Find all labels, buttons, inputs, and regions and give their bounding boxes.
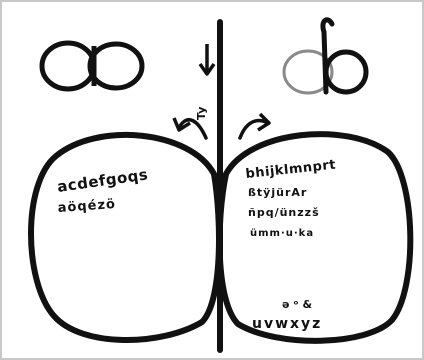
- right-lobe-text-line2: ßtÿjürAr: [248, 186, 307, 199]
- left-lobe-text-line2: aöqézö: [57, 197, 116, 216]
- right-lobe-text-line5: uvwxyz: [252, 316, 322, 332]
- large-letter-b-drawing: [284, 20, 366, 93]
- right-lobe-text-line3: ñpq/ünzzš: [248, 206, 320, 219]
- divider-label: Ty: [195, 107, 208, 120]
- large-letter-a-drawing: [42, 43, 142, 89]
- left-lobe-outline: [31, 135, 219, 340]
- right-lobe-text-line4: ümm·u·ka: [250, 228, 314, 239]
- svg-text:ə ᵒ &: ə ᵒ &: [282, 298, 312, 311]
- left-lobe-text-line1: acdefgoqs: [56, 165, 149, 196]
- right-lobe-text-line1: bhijklmnprt: [245, 158, 337, 182]
- right-curved-arrow-icon: [240, 114, 269, 138]
- left-curved-arrow-icon: [174, 118, 206, 138]
- down-arrow-icon: [200, 44, 214, 74]
- small-letter-marks: ə ᵒ &: [282, 298, 312, 311]
